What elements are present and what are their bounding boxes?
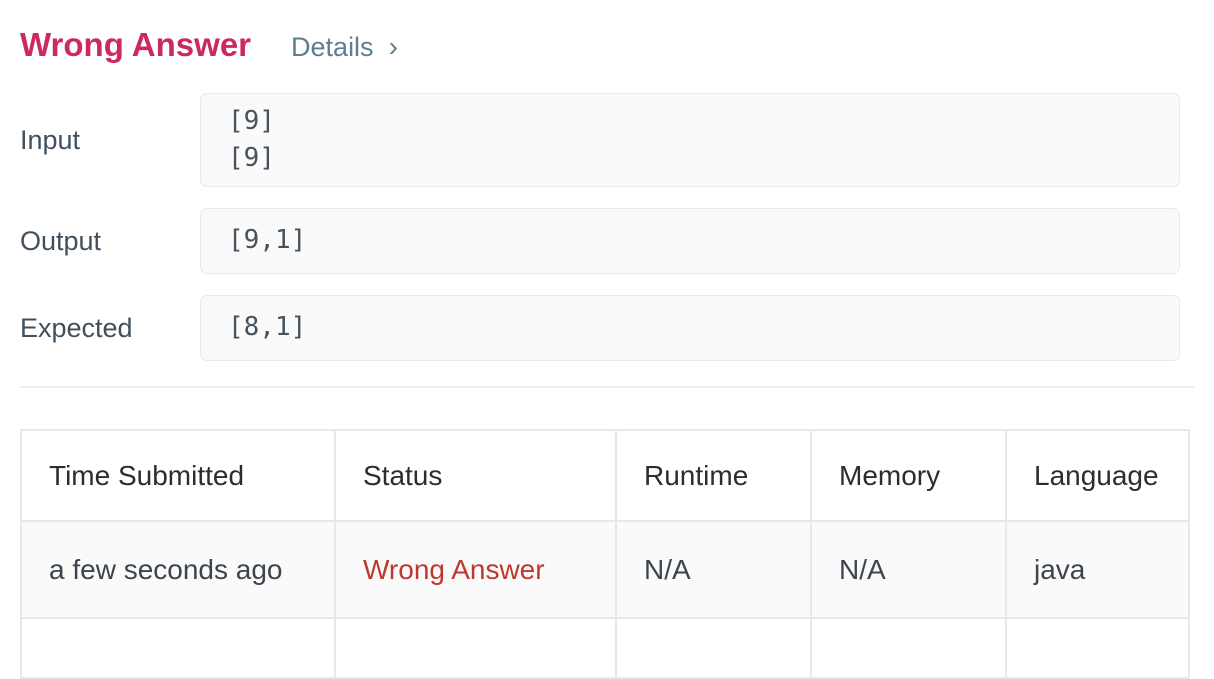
output-label: Output [20,225,102,256]
input-row: Input [9] [9] [20,93,1194,188]
cell-time-submitted: a few seconds ago [20,520,336,620]
column-header-language: Language [1005,429,1190,523]
expected-label: Expected [20,312,133,343]
details-link-label: Details [291,32,374,62]
column-header-runtime: Runtime [615,429,812,523]
submissions-table: Time Submitted Status Runtime Memory Lan… [20,429,1190,679]
input-label: Input [20,124,81,155]
cell-language: java [1005,520,1190,620]
column-header-status: Status [334,429,617,523]
table-row-partial [20,617,1190,679]
output-row: Output [9,1] [20,208,1194,275]
section-divider [20,386,1194,389]
column-header-memory: Memory [810,429,1007,523]
column-header-time-submitted: Time Submitted [20,429,336,523]
cell-empty [20,617,336,679]
cell-status: Wrong Answer [334,520,617,620]
cell-runtime: N/A [615,520,812,620]
table-header-row: Time Submitted Status Runtime Memory Lan… [20,429,1190,523]
cell-empty [334,617,617,679]
cell-empty [615,617,812,679]
status-link[interactable]: Wrong Answer [363,553,545,585]
cell-memory: N/A [810,520,1007,620]
page-title: Wrong Answer [20,26,252,63]
chevron-right-icon: › [388,31,398,62]
result-header: Wrong Answer Details › [20,0,1194,63]
cell-empty [1005,617,1190,679]
table-row: a few seconds ago Wrong Answer N/A N/A j… [20,520,1190,620]
expected-value-box: [8,1] [200,295,1180,362]
output-value-box: [9,1] [200,208,1180,275]
cell-empty [810,617,1007,679]
input-value-box: [9] [9] [200,93,1180,188]
expected-row: Expected [8,1] [20,295,1194,362]
details-link[interactable]: Details › [291,31,398,63]
